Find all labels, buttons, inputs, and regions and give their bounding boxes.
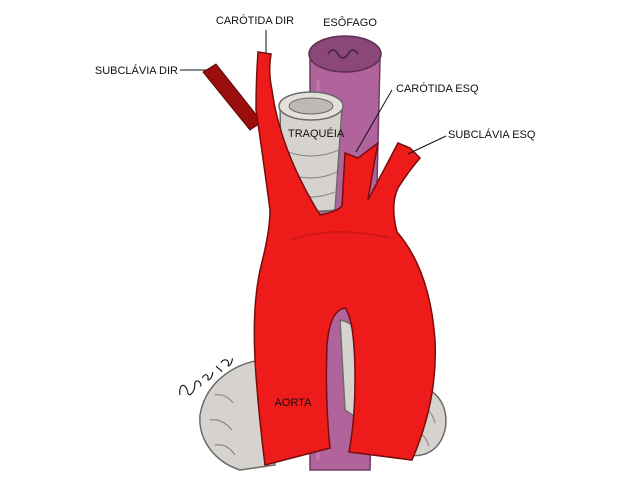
label-aorta: AORTA: [275, 397, 313, 409]
label-esofago: ESÔFAGO: [323, 16, 377, 29]
label-carotida-esq: CARÓTIDA ESQ: [396, 82, 479, 95]
artist-signature: [179, 358, 233, 396]
right-subclavian-artery: [202, 63, 263, 131]
label-subclavia-esq: SUBCLÁVIA ESQ: [448, 128, 536, 141]
aorta: [253, 51, 437, 466]
label-traqueia: TRAQUÉIA: [288, 127, 345, 140]
label-subclavia-dir: SUBCLÁVIA DIR: [95, 64, 178, 77]
leader-lines: [180, 30, 447, 155]
label-carotida-dir: CARÓTIDA DIR: [216, 14, 294, 27]
